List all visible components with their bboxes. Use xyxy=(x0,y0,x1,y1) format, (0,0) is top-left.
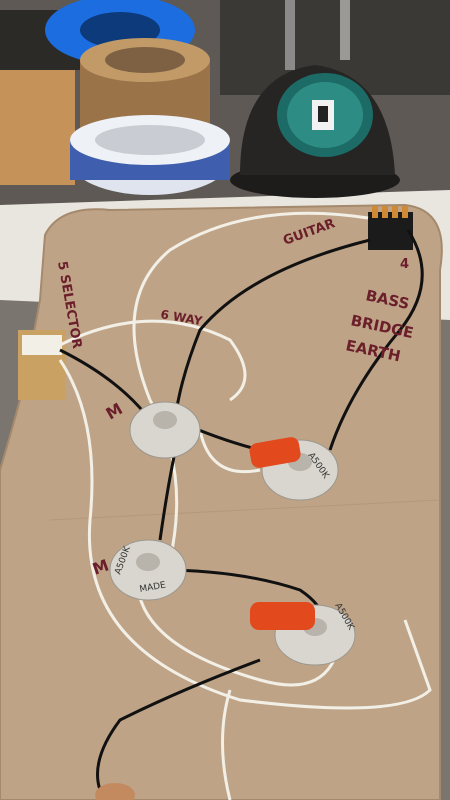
tape-roll-icon xyxy=(70,115,230,195)
switch-icon xyxy=(18,330,66,400)
switch-icon xyxy=(368,206,413,250)
capacitor-icon xyxy=(250,602,315,630)
desk-lamp-icon xyxy=(230,0,400,198)
knob-icon xyxy=(129,401,201,459)
capacitor-icon xyxy=(249,437,301,468)
wooden-box xyxy=(0,70,75,185)
cardboard-crease xyxy=(49,499,441,521)
pot-marking-made: MADE xyxy=(139,580,167,595)
knob-icon: A500K MADE xyxy=(109,539,187,601)
label-four: 4 xyxy=(400,257,409,272)
output-jack xyxy=(95,783,135,800)
label-left-lower: M xyxy=(90,555,111,578)
